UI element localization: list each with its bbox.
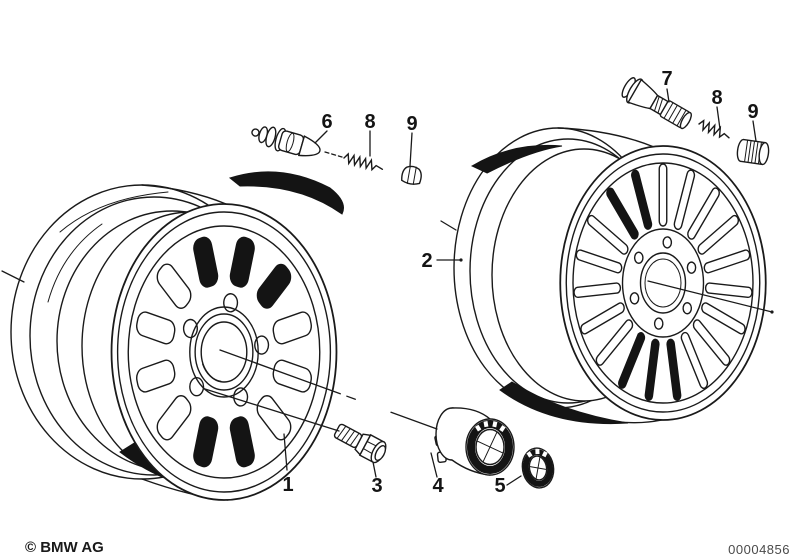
- valve-core-8-left: [343, 152, 384, 172]
- valve-cap-9-right: [736, 138, 770, 166]
- callout-4: 4: [432, 475, 444, 497]
- callout-5: 5: [494, 475, 505, 497]
- right-wheel-bolt-holes: [629, 236, 697, 330]
- leader-9-left: [409, 132, 413, 167]
- right-wheel-face: [560, 146, 766, 420]
- leader-hub-to-cap: [219, 349, 438, 430]
- valve-core-8-right: [698, 119, 730, 139]
- bmw-emblem-5: [521, 447, 555, 489]
- callout-3: 3: [371, 475, 382, 497]
- leader-9-right: [752, 120, 757, 142]
- callout-8-right: 8: [711, 87, 722, 109]
- right-wheel-drawing: [453, 127, 766, 425]
- leader-lug-to-bolt: [204, 388, 340, 432]
- document-number-text: 00004856: [728, 542, 790, 557]
- callout-2: 2: [421, 250, 432, 272]
- emblem-cross: [529, 456, 547, 480]
- leader-2-dot: [459, 258, 463, 262]
- leader-end-dot: [770, 310, 774, 314]
- leader-6: [314, 130, 328, 144]
- copyright-text: © BMW AG: [25, 539, 104, 556]
- leader-8-right: [716, 106, 721, 130]
- assembly-dash-line-6-8: [324, 151, 343, 158]
- leader-4: [430, 452, 438, 478]
- leader-1: [283, 433, 288, 471]
- callout-6: 6: [321, 111, 332, 133]
- leader-5: [506, 475, 522, 486]
- edge-tick-left: [1, 270, 25, 283]
- leader-right-hub: [647, 280, 773, 313]
- valve-stem-6: [251, 126, 321, 157]
- leader-lines: [1, 88, 774, 486]
- leader-3: [372, 461, 377, 478]
- valve-cap-9-left: [401, 165, 422, 185]
- leader-7: [666, 88, 670, 103]
- hub-cap-4: [434, 407, 515, 476]
- callout-9-left: 9: [406, 113, 417, 135]
- callout-7: 7: [661, 68, 672, 90]
- callout-9-right: 9: [747, 101, 758, 123]
- callout-1: 1: [282, 474, 293, 496]
- callout-8-left: 8: [364, 111, 375, 133]
- left-wheel-drawing: [10, 171, 344, 500]
- edge-tick-right: [440, 220, 457, 231]
- hub-cap-emblem-cross: [477, 431, 503, 463]
- right-wheel-spoke-slots: [574, 164, 753, 401]
- wheel-bolt-3: [333, 423, 387, 464]
- valve-stem-7: [621, 77, 692, 130]
- callout-labels: 1 2 3 4 5 6 8 9 7 8 9: [282, 68, 758, 497]
